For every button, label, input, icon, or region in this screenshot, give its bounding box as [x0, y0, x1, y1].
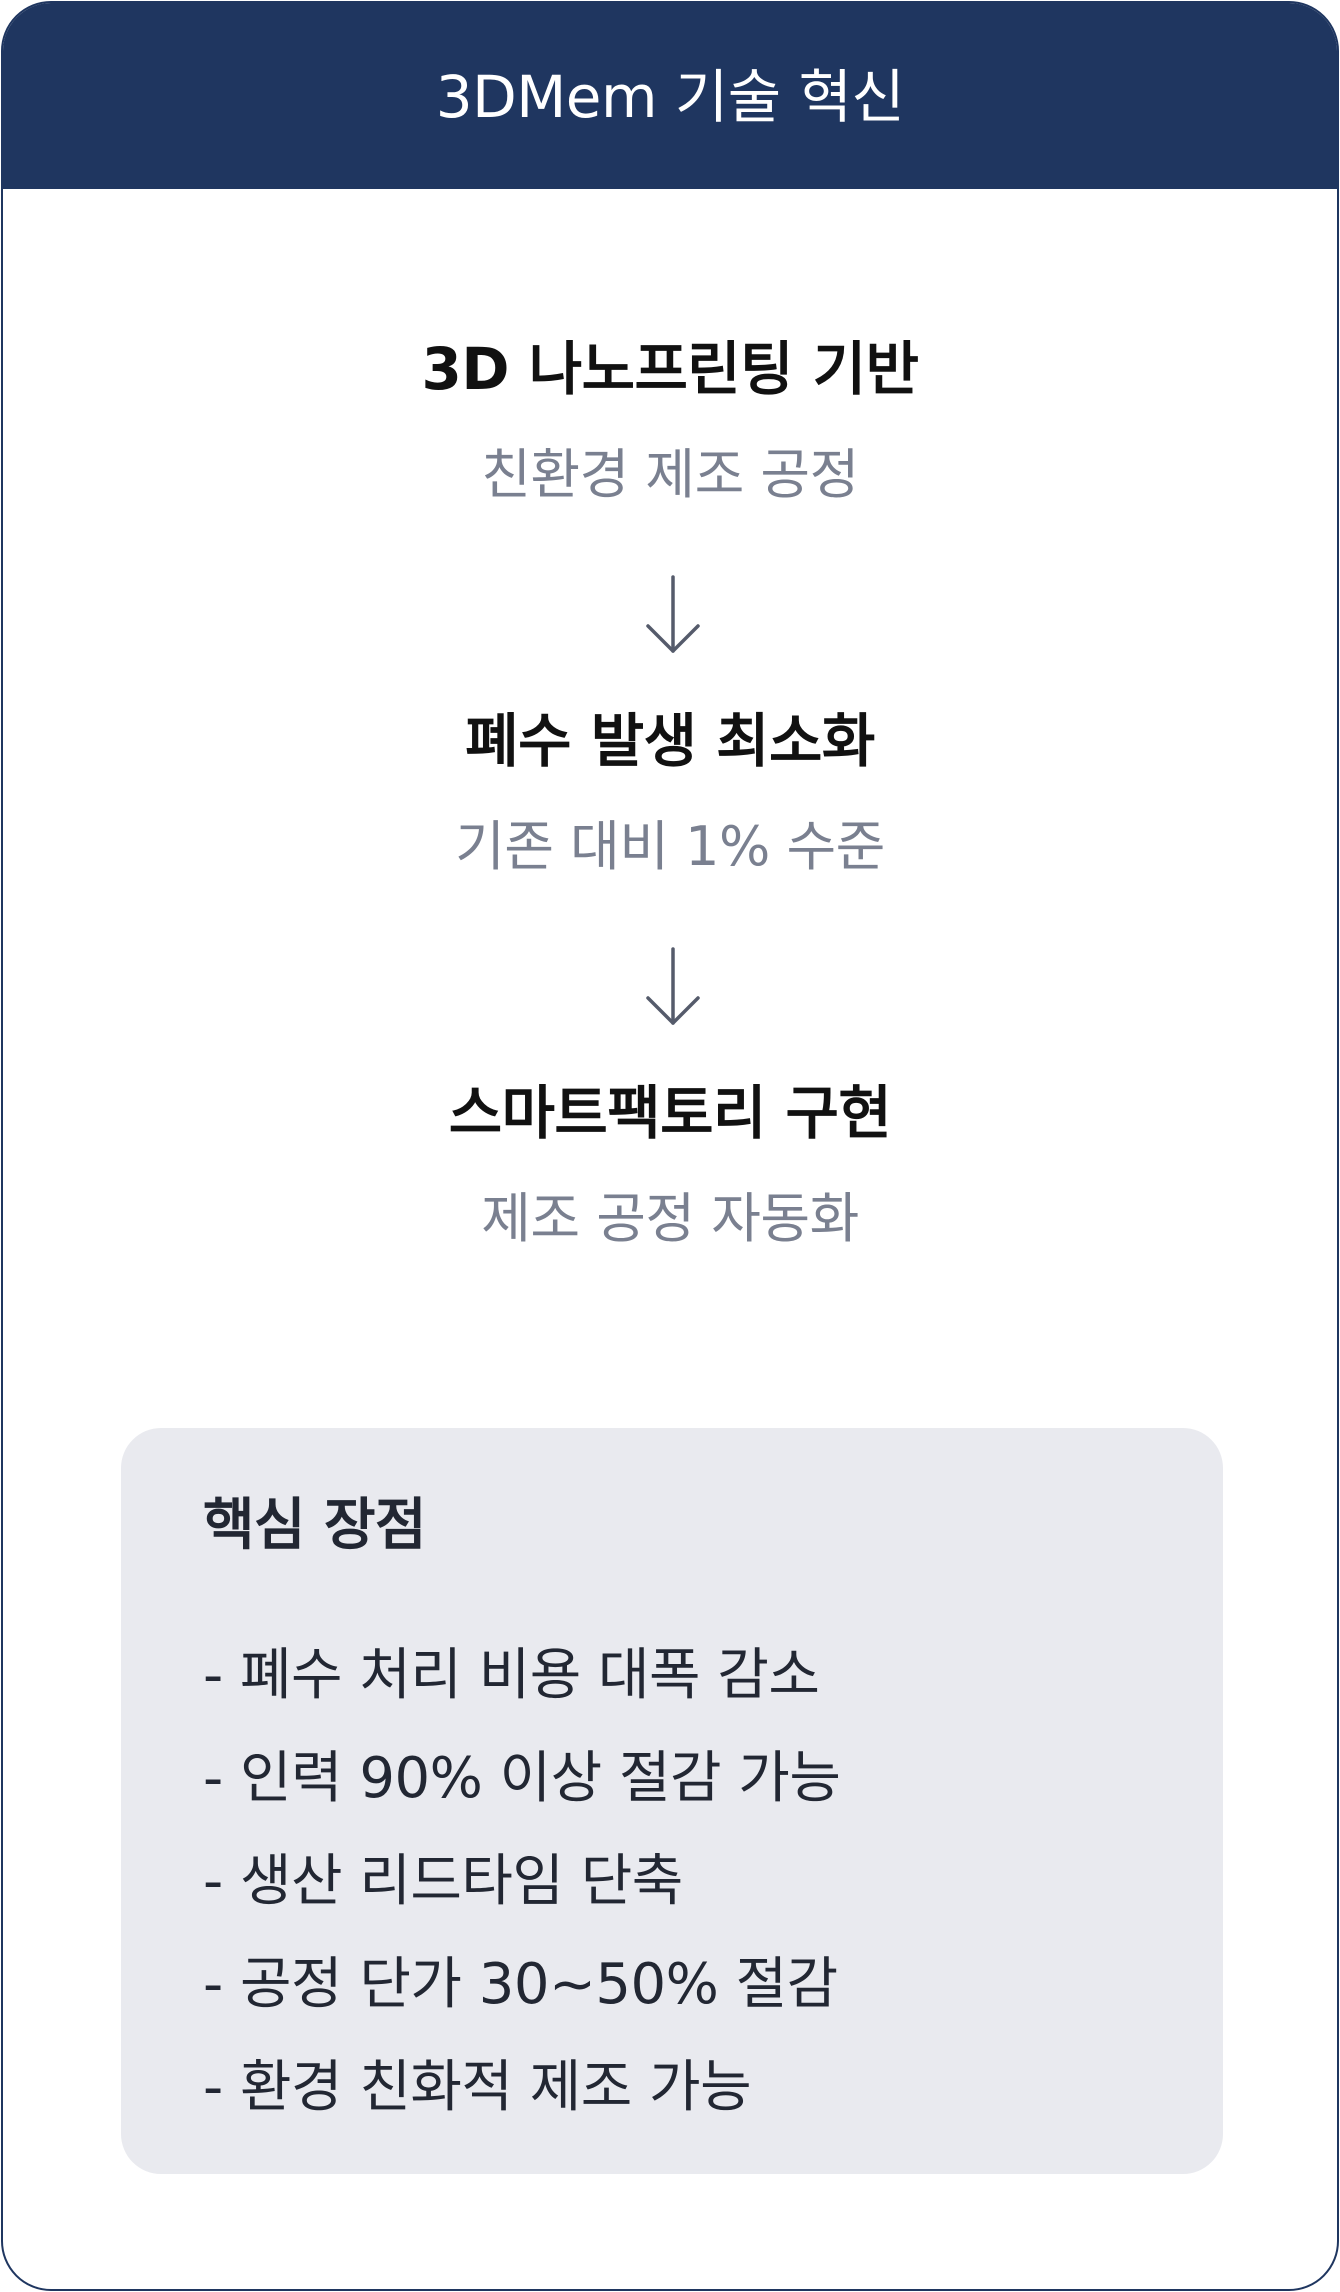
- key-advantages-panel: 핵심 장점 - 폐수 처리 비용 대폭 감소 - 인력 90% 이상 절감 가능…: [121, 1428, 1223, 2174]
- step-subtitle: 기존 대비 1% 수준: [455, 815, 885, 878]
- list-item: - 공정 단가 30~50% 절감: [203, 1952, 838, 2017]
- list-item: - 폐수 처리 비용 대폭 감소: [203, 1643, 820, 1708]
- step-title: 3D 나노프린팅 기반: [421, 335, 919, 403]
- step-subtitle: 제조 공정 자동화: [481, 1187, 859, 1250]
- list-item: - 생산 리드타임 단축: [203, 1849, 683, 1914]
- arrow-down-icon: [646, 575, 700, 653]
- list-item: - 인력 90% 이상 절감 가능: [203, 1746, 841, 1811]
- panel-title: 핵심 장점: [203, 1493, 427, 1558]
- flow-step-3: 스마트팩토리 구현 제조 공정 자동화: [3, 1073, 1337, 1259]
- flow-step-1: 3D 나노프린팅 기반 친환경 제조 공정: [3, 329, 1337, 515]
- card-title: 3DMem 기술 혁신: [435, 63, 905, 131]
- step-subtitle: 친환경 제조 공정: [481, 443, 859, 506]
- flow-step-2: 폐수 발생 최소화 기존 대비 1% 수준: [3, 701, 1337, 887]
- step-title: 폐수 발생 최소화: [465, 707, 875, 775]
- arrow-down-icon: [646, 947, 700, 1025]
- list-item: - 환경 친화적 제조 가능: [203, 2055, 752, 2120]
- advantages-list: - 폐수 처리 비용 대폭 감소 - 인력 90% 이상 절감 가능 - 생산 …: [203, 1624, 841, 2139]
- step-title: 스마트팩토리 구현: [448, 1079, 892, 1147]
- card-header: 3DMem 기술 혁신: [3, 3, 1337, 189]
